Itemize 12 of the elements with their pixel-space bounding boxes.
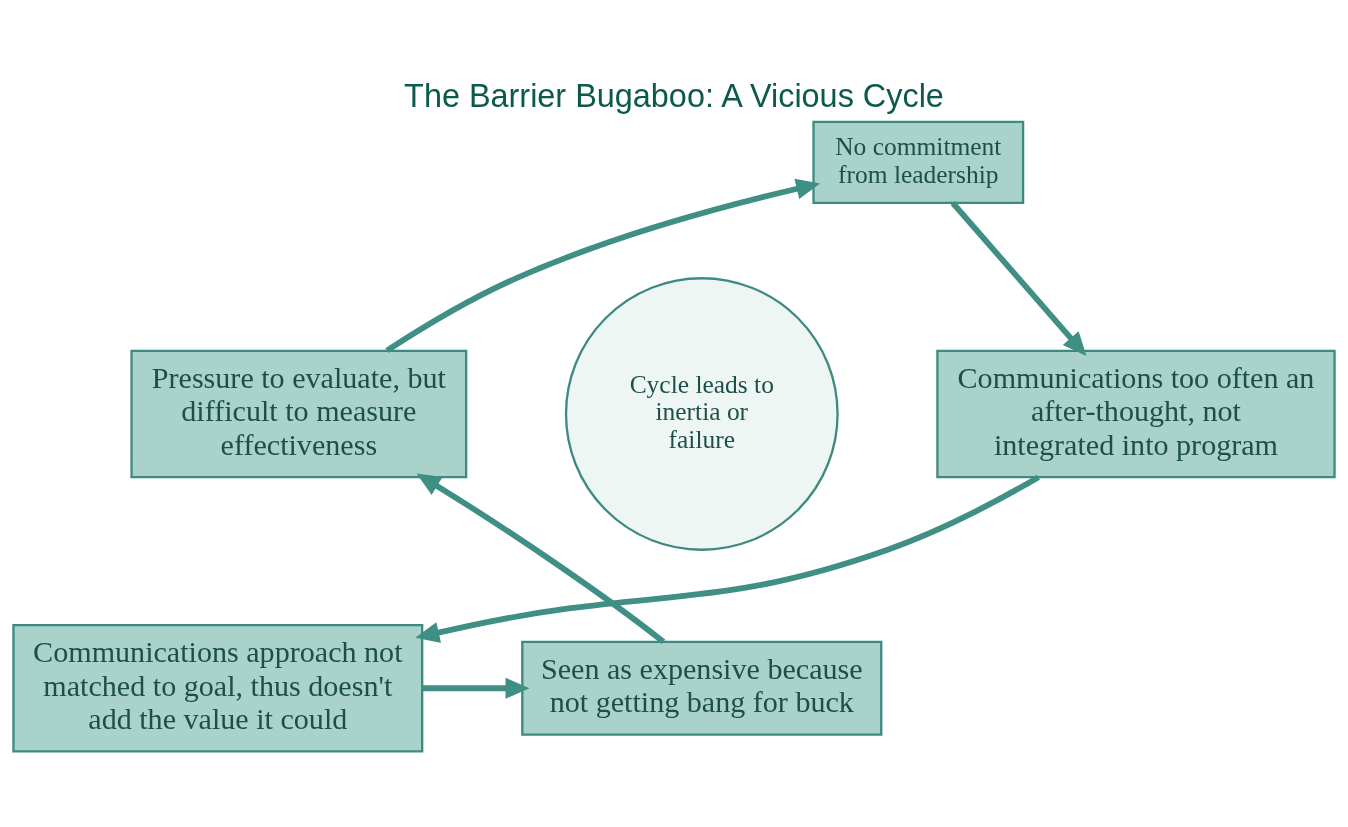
arrow <box>415 474 1040 643</box>
arrow <box>385 178 821 353</box>
diagram-title: The Barrier Bugaboo: A Vicious Cycle <box>404 77 944 114</box>
node-circle: Cycle leads to inertia or failure <box>564 276 839 551</box>
node-box: Pressure to evaluate, but difficult to measure effectiveness <box>130 349 468 478</box>
node-box: Seen as expensive because not getting bang for buck <box>521 640 883 736</box>
arrow <box>416 472 666 644</box>
node-box: Communications approach not matched to goal, thus doesn't add the value it could <box>12 623 424 753</box>
arrow <box>950 200 1087 356</box>
node-box: Communications too often an after-thought, not integrated into program <box>936 349 1336 478</box>
arrow <box>422 677 530 699</box>
node-box: No commitment from leadership <box>812 120 1025 204</box>
